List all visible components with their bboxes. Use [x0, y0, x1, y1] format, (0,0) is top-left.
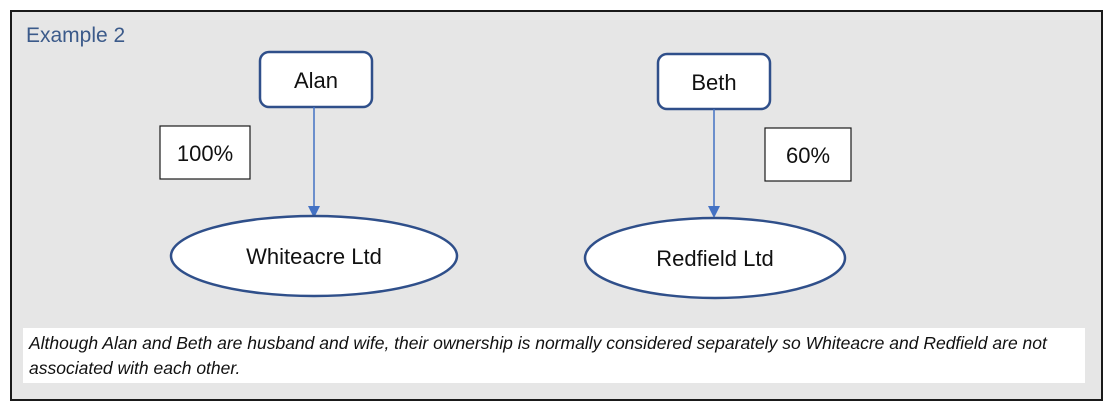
edge-beth-redfield [708, 109, 720, 218]
node-redfield-label: Redfield Ltd [656, 246, 773, 271]
edge-alan-whiteacre [308, 107, 320, 218]
node-whiteacre: Whiteacre Ltd [169, 214, 459, 298]
edge-label-beth-redfield: 60% [764, 127, 852, 182]
node-beth-label: Beth [691, 70, 736, 95]
node-redfield: Redfield Ltd [583, 216, 847, 300]
percentage-60-label: 60% [786, 143, 830, 168]
node-whiteacre-label: Whiteacre Ltd [246, 244, 382, 269]
node-alan-label: Alan [294, 68, 338, 93]
node-alan: Alan [258, 50, 374, 109]
ownership-diagram: Alan Beth 100% 60% White [159, 50, 852, 300]
percentage-100-label: 100% [177, 141, 233, 166]
diagram-frame: Example 2 Alan Beth 100% 6 [10, 10, 1103, 401]
explanation-note: Although Alan and Beth are husband and w… [23, 328, 1085, 383]
edge-label-alan-whiteacre: 100% [159, 125, 251, 180]
diagram-title: Example 2 [26, 24, 126, 47]
node-beth: Beth [656, 52, 772, 111]
